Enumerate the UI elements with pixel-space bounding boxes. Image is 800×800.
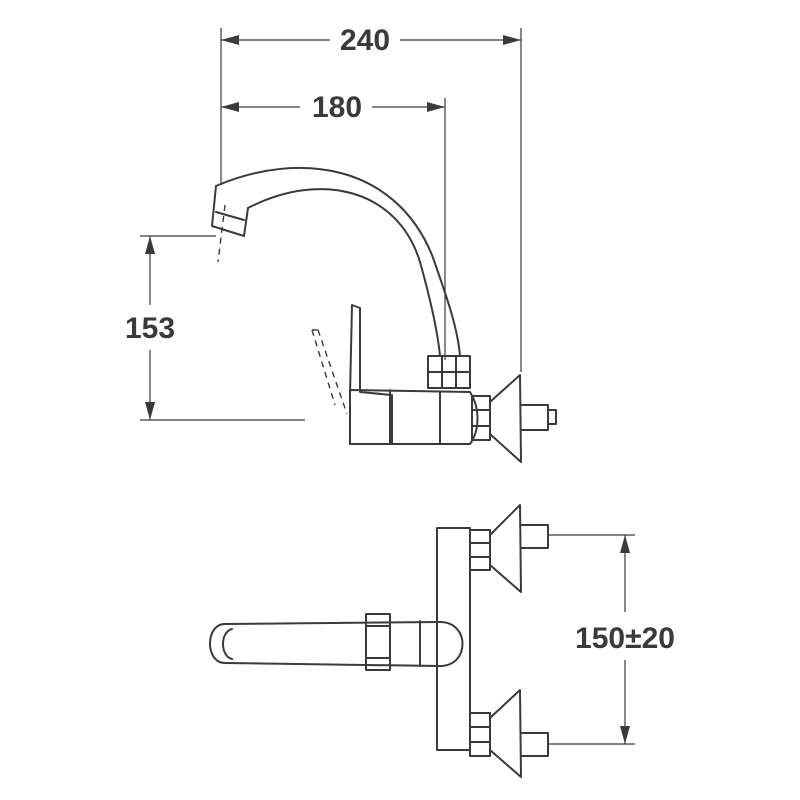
extension-lines [140, 28, 522, 421]
dimension-240-label: 240 [340, 24, 390, 57]
dimension-180: 180 [221, 91, 445, 124]
dimension-240: 240 [221, 24, 521, 57]
lever-handle [349, 304, 393, 445]
mixer-body-top [436, 527, 471, 751]
lever-top-view [365, 613, 391, 671]
lower-eccentric-connector [469, 689, 549, 778]
dimension-150-20: 150±20 [575, 535, 675, 744]
spout-collar-nut [427, 355, 471, 389]
dimension-150-20-label: 150±20 [575, 622, 675, 655]
side-view: 240 180 153 [125, 24, 557, 463]
spout-center-axis [217, 204, 226, 263]
extension-lines-top-view [548, 534, 635, 745]
lever-open-position [311, 329, 348, 415]
dimension-153: 153 [125, 236, 175, 420]
swivel-spout [211, 166, 461, 357]
spout-top-view [209, 619, 464, 667]
upper-eccentric-connector [469, 504, 549, 593]
top-view: 150±20 [209, 504, 675, 778]
mixer-body [349, 389, 479, 445]
dimension-153-label: 153 [125, 312, 175, 345]
dimension-180-label: 180 [312, 91, 362, 124]
eccentric-connector [471, 374, 557, 463]
